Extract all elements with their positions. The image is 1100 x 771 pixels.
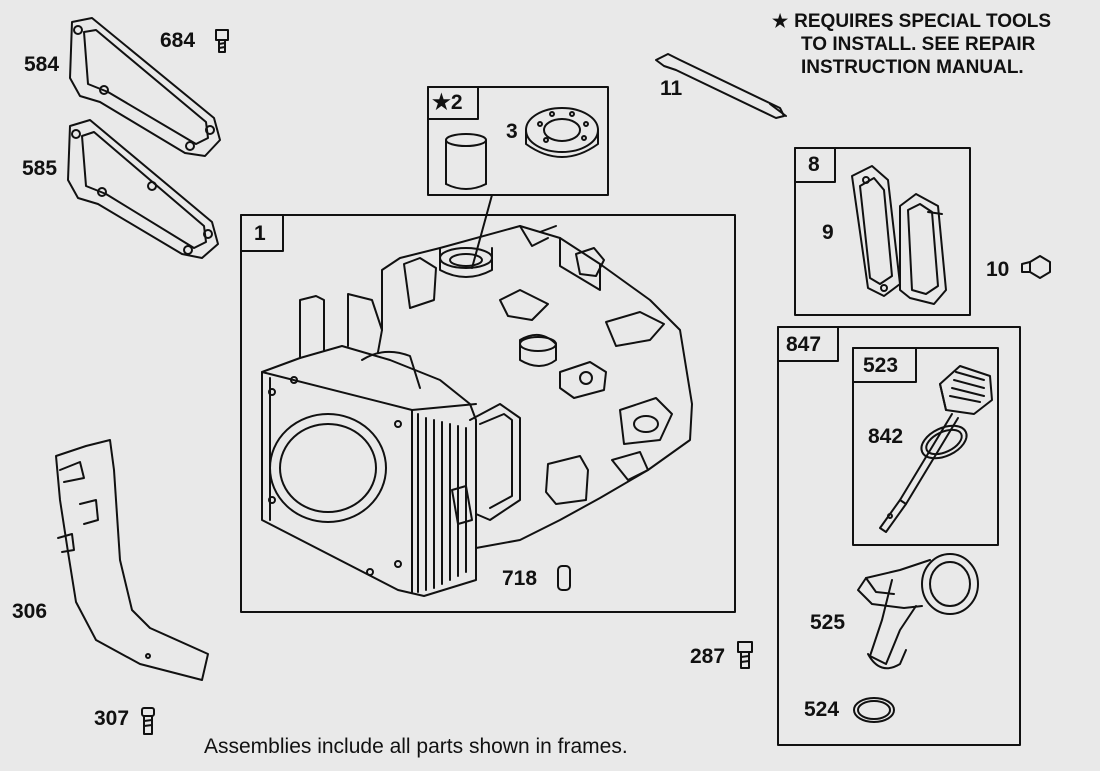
label-9: 9	[822, 221, 834, 244]
label-8: 8	[808, 153, 820, 176]
frame-2	[427, 86, 609, 196]
label-842: 842	[868, 425, 904, 448]
sleeve-bushing	[445, 133, 487, 190]
gasket-584	[69, 17, 221, 157]
frame-1-tag	[240, 214, 284, 252]
label-684: 684	[160, 29, 196, 52]
label-10: 10	[986, 258, 1010, 281]
label-524: 524	[804, 698, 840, 721]
air-guide-306	[55, 439, 209, 681]
bolt-684	[215, 29, 229, 53]
leader-line-2	[471, 194, 493, 269]
label-287: 287	[690, 645, 726, 668]
breather-cover	[899, 193, 947, 305]
dowel-pin-718	[557, 565, 571, 591]
note-line-3: INSTRUCTION MANUAL.	[801, 57, 1024, 78]
label-847: 847	[786, 333, 822, 356]
label-525: 525	[810, 611, 846, 634]
frame-1	[240, 214, 736, 613]
dipstick-cap-523	[939, 365, 993, 415]
special-tools-note: ★REQUIRES SPECIAL TOOLS TO INSTALL. SEE …	[772, 10, 1051, 79]
label-11: 11	[660, 77, 683, 100]
bolt-287	[737, 641, 753, 669]
assemblies-footnote: Assemblies include all parts shown in fr…	[204, 735, 628, 758]
label-3: 3	[506, 120, 518, 143]
label-584: 584	[24, 53, 60, 76]
frame-523	[852, 347, 999, 546]
frame-847	[777, 326, 1021, 746]
oil-fill-tube-525	[857, 553, 979, 670]
label-585: 585	[22, 157, 58, 180]
screw-307	[141, 707, 155, 735]
bolt-10	[1021, 255, 1051, 279]
rod-11	[655, 53, 787, 119]
label-306: 306	[12, 600, 48, 623]
frame-8	[794, 147, 971, 316]
breather-gasket-9	[851, 165, 901, 297]
note-line-2: TO INSTALL. SEE REPAIR	[801, 34, 1036, 55]
label-1: 1	[254, 222, 266, 245]
gasket-585	[67, 119, 219, 259]
frame-847-tag	[777, 326, 839, 362]
label-307: 307	[94, 707, 130, 730]
star-icon: ★	[772, 11, 789, 31]
note-line-1: ★REQUIRES SPECIAL TOOLS	[772, 11, 1052, 32]
label-718: 718	[502, 567, 538, 590]
label-523: 523	[863, 354, 899, 377]
frame-523-tag	[852, 347, 917, 383]
frame-2-tag	[427, 86, 479, 120]
gasket-524	[853, 697, 895, 723]
frame-8-tag	[794, 147, 836, 183]
oil-seal-3	[525, 107, 599, 158]
dipstick-blade	[879, 413, 959, 533]
label-2: ★2	[432, 91, 463, 114]
cylinder-block	[261, 225, 693, 597]
